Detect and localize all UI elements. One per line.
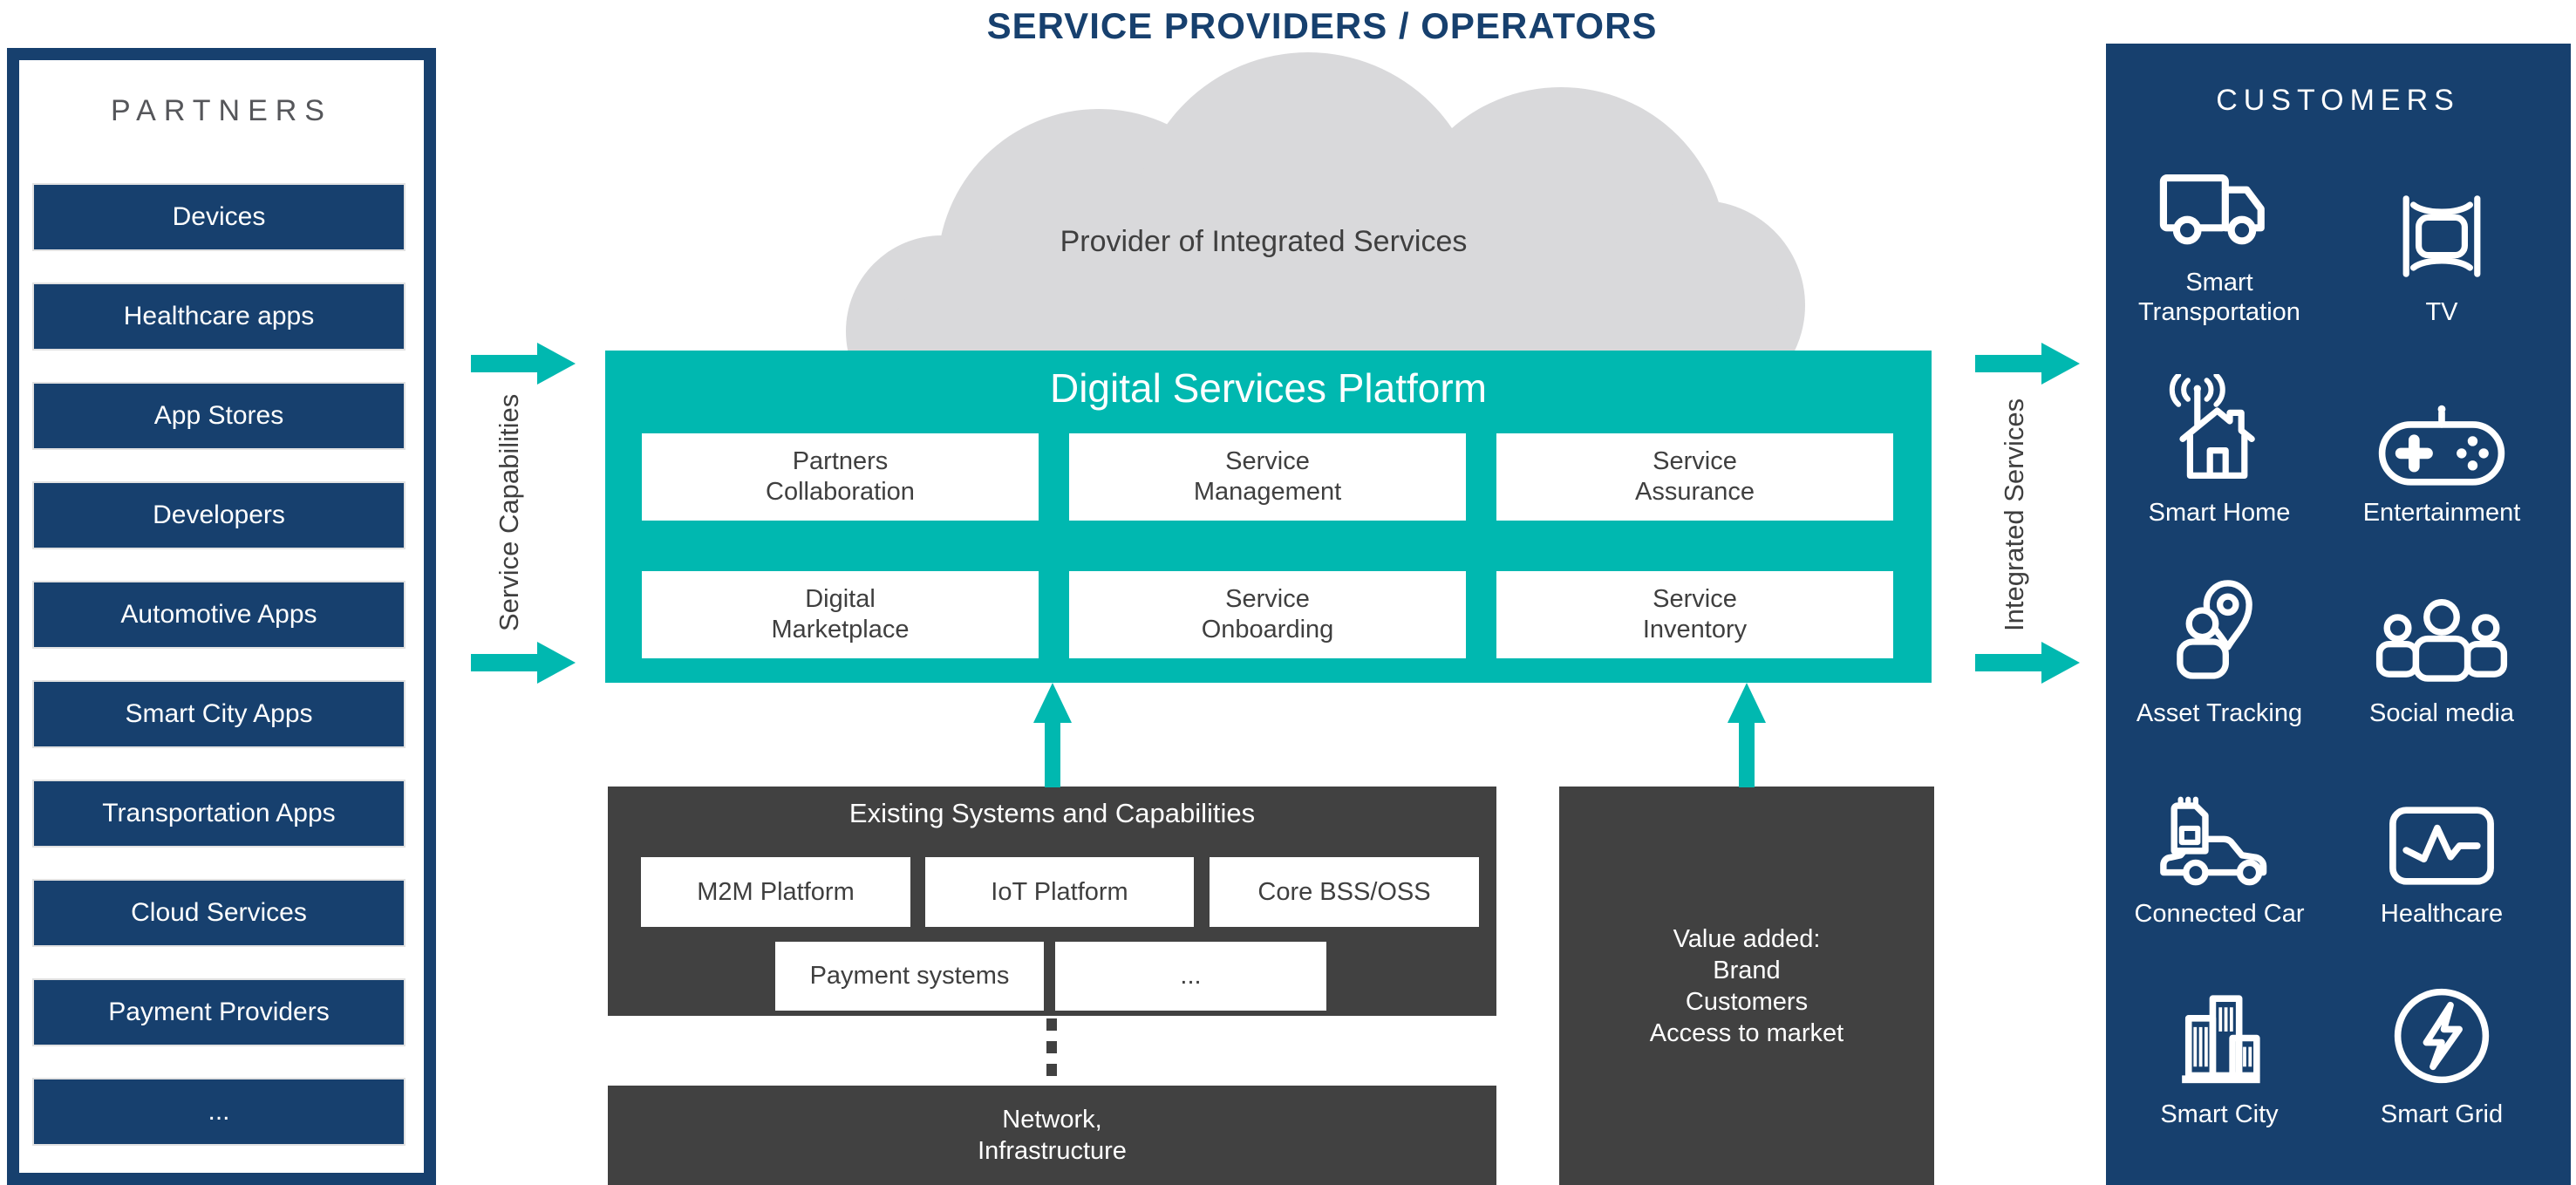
partner-item: Automotive Apps xyxy=(32,581,405,649)
cloud-label: Provider of Integrated Services xyxy=(1060,225,1468,258)
partner-item: Devices xyxy=(32,183,405,251)
customer-label: Connected Car xyxy=(2134,900,2305,928)
customer-item: Smart City xyxy=(2110,933,2328,1129)
customer-item: Entertainment xyxy=(2333,331,2551,528)
customer-item: Smart Grid xyxy=(2333,933,2551,1129)
value-added-box: Value added: Brand Customers Access to m… xyxy=(1559,787,1934,1185)
smart-city-icon xyxy=(2182,995,2260,1084)
smart-grid-icon xyxy=(2394,988,2490,1084)
customer-item: Connected Car xyxy=(2110,732,2328,929)
page-title: SERVICE PROVIDERS / OPERATORS xyxy=(986,5,1658,46)
right-arrow-icon xyxy=(1975,642,2080,684)
platform-module: Service Onboarding xyxy=(1069,571,1466,658)
customer-label: Smart City xyxy=(2160,1100,2279,1128)
system-item: Payment systems xyxy=(775,942,1044,1011)
customer-label: Smart Transportation xyxy=(2138,269,2300,326)
integrated-services-label: Integrated Services xyxy=(1999,398,2029,631)
asset-tracking-icon xyxy=(2177,580,2252,679)
customer-label: Entertainment xyxy=(2362,499,2521,527)
smart-home-icon xyxy=(2169,374,2255,479)
up-arrow-icon xyxy=(1033,683,1072,787)
customer-label: Social media xyxy=(2368,699,2515,727)
platform-module: Digital Marketplace xyxy=(642,571,1039,658)
system-item: IoT Platform xyxy=(925,857,1194,927)
partner-item: ... xyxy=(32,1078,405,1146)
customer-label: TV xyxy=(2425,298,2458,326)
system-item: M2M Platform xyxy=(641,857,910,927)
healthcare-icon xyxy=(2389,807,2494,885)
platform-module: Service Inventory xyxy=(1496,571,1893,658)
partner-item: Payment Providers xyxy=(32,978,405,1046)
partner-item: Healthcare apps xyxy=(32,283,405,351)
gamepad-icon xyxy=(2378,405,2505,486)
customer-item: Smart Home xyxy=(2110,331,2328,528)
right-arrow-icon xyxy=(471,642,576,684)
dashed-connector xyxy=(1046,1018,1057,1083)
customer-item: Healthcare xyxy=(2333,732,2551,929)
network-infrastructure-box: Network, Infrastructure xyxy=(608,1086,1496,1185)
platform-title: Digital Services Platform xyxy=(1049,365,1488,411)
right-arrow-icon xyxy=(471,343,576,385)
customer-label: Smart Home xyxy=(2148,499,2291,527)
up-arrow-icon xyxy=(1728,683,1766,787)
partner-item: Smart City Apps xyxy=(32,680,405,748)
customer-label: Healthcare xyxy=(2380,900,2504,928)
tv-icon xyxy=(2402,195,2481,277)
partner-item: Transportation Apps xyxy=(32,780,405,848)
partners-title: PARTNERS xyxy=(110,94,332,127)
customer-item: Asset Tracking xyxy=(2110,532,2328,728)
social-media-icon xyxy=(2375,599,2508,682)
customer-item: TV xyxy=(2333,131,2551,327)
right-arrow-icon xyxy=(1975,343,2080,385)
customers-title: CUSTOMERS xyxy=(2216,84,2460,117)
system-item: Core BSS/OSS xyxy=(1210,857,1479,927)
customer-label: Smart Grid xyxy=(2380,1100,2504,1128)
service-capabilities-label: Service Capabilities xyxy=(494,393,524,632)
platform-module: Service Management xyxy=(1069,433,1466,521)
customer-item: Social media xyxy=(2333,532,2551,728)
system-item: ... xyxy=(1055,942,1326,1011)
partner-item: Cloud Services xyxy=(32,879,405,947)
connected-car-icon xyxy=(2160,796,2267,886)
customer-label: Asset Tracking xyxy=(2136,699,2303,727)
platform-module: Service Assurance xyxy=(1496,433,1893,521)
truck-icon xyxy=(2159,174,2265,245)
partner-item: App Stores xyxy=(32,382,405,450)
platform-module: Partners Collaboration xyxy=(642,433,1039,521)
existing-systems-title: Existing Systems and Capabilities xyxy=(848,798,1256,828)
partner-item: Developers xyxy=(32,481,405,549)
customer-item: Smart Transportation xyxy=(2110,131,2328,327)
